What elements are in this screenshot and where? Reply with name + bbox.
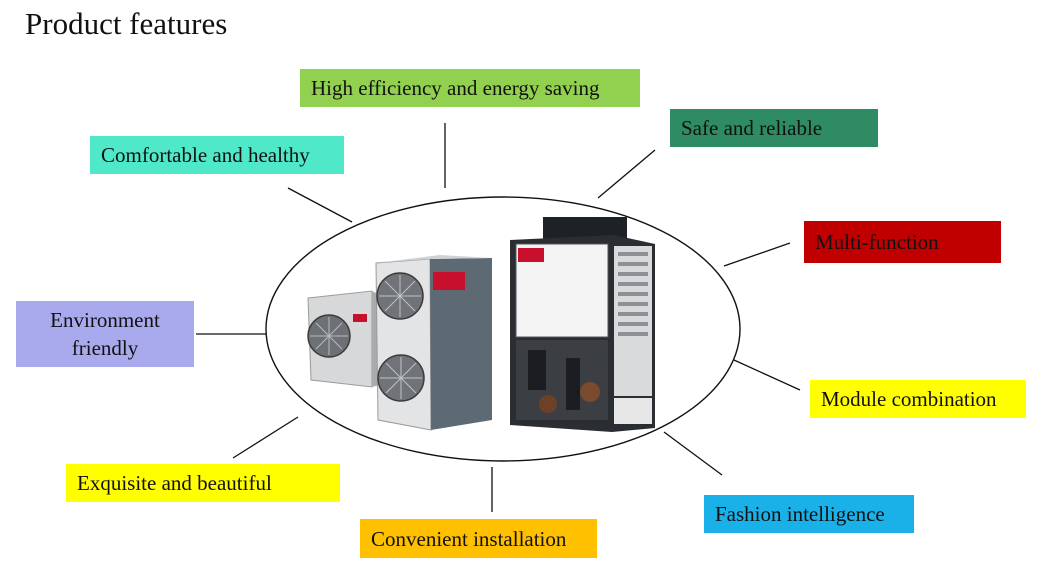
vent-grille xyxy=(618,252,648,336)
product-image xyxy=(307,217,655,432)
feature-label: Fashion intelligence xyxy=(715,502,885,526)
feature-label: Environment friendly xyxy=(50,308,160,360)
feature-comfortable-healthy: Comfortable and healthy xyxy=(90,136,344,174)
connector-multi xyxy=(723,242,791,267)
feature-convenient-installation: Convenient installation xyxy=(360,519,597,558)
feature-high-efficiency: High efficiency and energy saving xyxy=(300,69,640,107)
connector-fashion xyxy=(663,431,723,476)
feature-fashion-intelligence: Fashion intelligence xyxy=(704,495,914,533)
feature-module-combination: Module combination xyxy=(810,380,1026,418)
feature-label: Convenient installation xyxy=(371,526,567,551)
feature-safe-reliable: Safe and reliable xyxy=(670,109,878,147)
connector-module xyxy=(733,359,801,391)
feature-exquisite-beautiful: Exquisite and beautiful xyxy=(66,464,340,502)
brand-logo xyxy=(518,248,544,262)
connector-lines xyxy=(196,123,801,512)
product-ellipse xyxy=(265,196,741,462)
page-title: Product features xyxy=(25,6,228,41)
feature-label: High efficiency and energy saving xyxy=(311,76,600,100)
connector-safe xyxy=(597,149,656,199)
feature-label: Multi-function xyxy=(815,230,939,254)
small-heat-pump-unit xyxy=(307,290,380,388)
commercial-heat-pump-unit xyxy=(510,217,655,432)
dual-fan-heat-pump-unit xyxy=(375,255,492,431)
feature-label: Comfortable and healthy xyxy=(101,143,310,167)
feature-environment-friendly: Environment friendly xyxy=(16,301,194,367)
feature-label: Exquisite and beautiful xyxy=(77,471,272,495)
feature-label: Safe and reliable xyxy=(681,116,823,140)
connector-exquisite xyxy=(232,416,299,459)
connector-comfort xyxy=(287,187,353,223)
feature-multi-function: Multi-function xyxy=(804,221,1001,263)
feature-label: Module combination xyxy=(821,387,997,411)
